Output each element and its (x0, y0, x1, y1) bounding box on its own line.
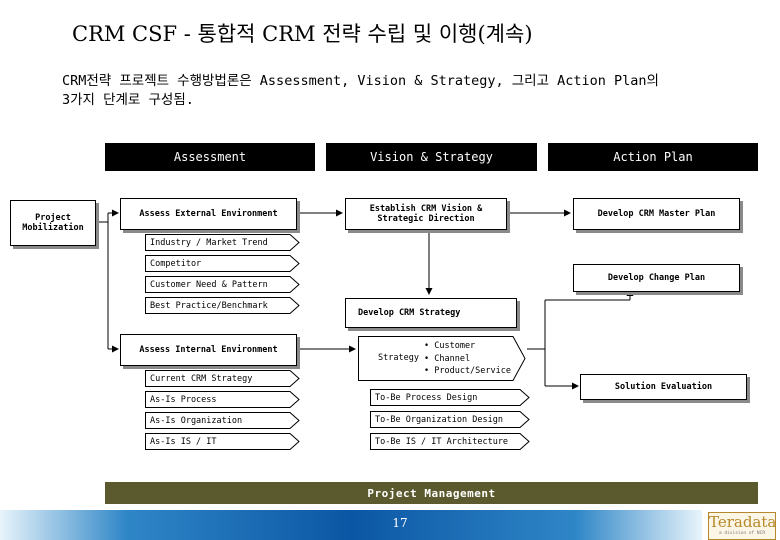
establish-vision-box: Establish CRM Vision & Strategic Directi… (345, 198, 507, 230)
develop-master-plan-box: Develop CRM Master Plan (573, 198, 740, 230)
develop-change-plan-box: Develop Change Plan (573, 264, 740, 292)
establish-vision-line1: Establish CRM Vision & (369, 204, 483, 214)
strategy-label: Strategy (378, 353, 419, 363)
logo-sub: a division of NCR (718, 531, 766, 536)
establish-vision-line2: Strategic Direction (377, 214, 475, 224)
phase-action-plan: Action Plan (548, 143, 758, 171)
internal-item: As-Is Organization (145, 412, 300, 429)
internal-item: As-Is IS / IT (145, 433, 300, 450)
external-item: Best Practice/Benchmark (145, 297, 300, 314)
strategy-items: • Customer • Channel • Product/Service (424, 340, 511, 378)
tobe-item: To-Be Organization Design (370, 411, 530, 428)
project-mobilization-line1: Project (35, 213, 71, 223)
page-number: 17 (392, 516, 408, 530)
solution-evaluation-box: Solution Evaluation (580, 374, 747, 400)
strategy-item: • Customer (424, 341, 476, 351)
subtitle: CRM전략 프로젝트 수행방법론은 Assessment, Vision & S… (62, 72, 659, 110)
subtitle-line-1: CRM전략 프로젝트 수행방법론은 Assessment, Vision & S… (62, 73, 659, 89)
external-item: Industry / Market Trend (145, 234, 300, 251)
project-mobilization-line2: Mobilization (22, 223, 84, 233)
internal-item-label: As-Is Process (150, 394, 217, 405)
external-item-label: Best Practice/Benchmark (150, 300, 268, 311)
teradata-logo: Teradata a division of NCR (708, 512, 776, 540)
assess-internal-box: Assess Internal Environment (120, 334, 297, 366)
strategy-chevron: Strategy • Customer • Channel • Product/… (358, 336, 526, 381)
tobe-item-label: To-Be Organization Design (375, 414, 503, 425)
internal-item-label: As-Is IS / IT (150, 436, 217, 447)
phase-assessment: Assessment (105, 143, 315, 171)
internal-item-label: As-Is Organization (150, 415, 243, 426)
logo-name: Teradata (709, 513, 777, 531)
project-mobilization-box: Project Mobilization (10, 200, 96, 246)
phase-vision-strategy: Vision & Strategy (326, 143, 537, 171)
strategy-item: • Product/Service (424, 366, 511, 376)
footer-bar (0, 510, 702, 540)
tobe-item-label: To-Be Process Design (375, 392, 478, 403)
page-title: CRM CSF - 통합적 CRM 전략 수립 및 이행(계속) (72, 22, 533, 46)
strategy-item: • Channel (424, 353, 471, 364)
external-item-label: Customer Need & Pattern (150, 279, 268, 290)
project-management-bar: Project Management (105, 482, 758, 504)
strategy-chevron-shape (358, 336, 526, 381)
external-item-label: Industry / Market Trend (150, 237, 268, 248)
external-item-label: Competitor (150, 258, 202, 269)
assess-external-box: Assess External Environment (120, 198, 297, 230)
tobe-item: To-Be Process Design (370, 389, 530, 406)
tobe-item: To-Be IS / IT Architecture (370, 433, 530, 450)
internal-item: As-Is Process (145, 391, 300, 408)
subtitle-line-2: 3가지 단계로 구성됨. (62, 92, 194, 108)
external-item: Competitor (145, 255, 300, 272)
external-item: Customer Need & Pattern (145, 276, 300, 293)
internal-item: Current CRM Strategy (145, 370, 300, 387)
internal-item-label: Current CRM Strategy (150, 373, 253, 384)
develop-crm-strategy-box: Develop CRM Strategy (345, 298, 517, 328)
tobe-item-label: To-Be IS / IT Architecture (375, 436, 509, 447)
